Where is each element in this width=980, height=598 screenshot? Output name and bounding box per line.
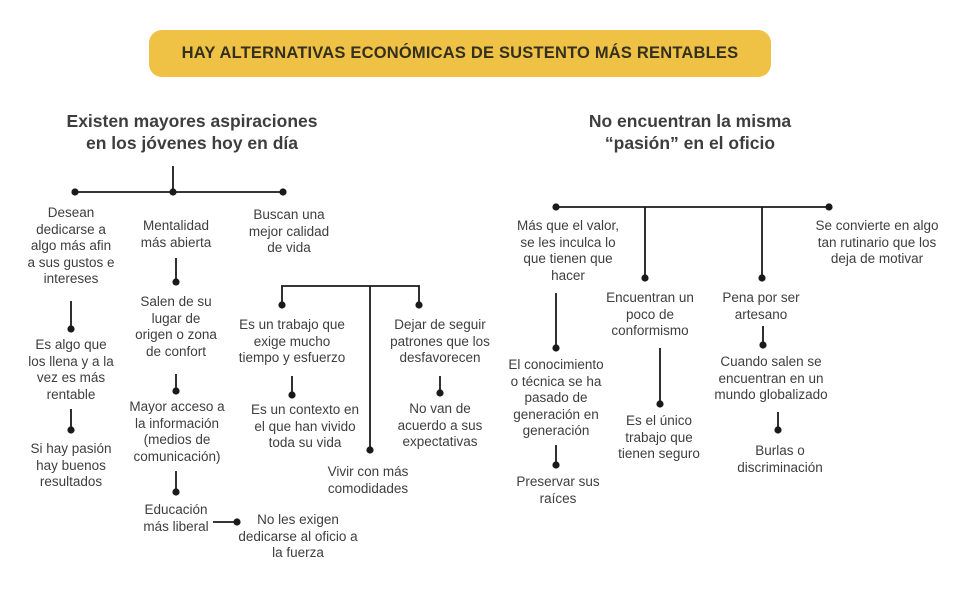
connector-dot: [169, 188, 177, 196]
node-trabajo-exige-tiempo: Es un trabajo que exige mucho tiempo y e…: [238, 317, 346, 365]
connector-dot: [825, 203, 833, 211]
node-salen-de-su-lugar: Salen de su lugar de origen o zona de co…: [135, 294, 217, 359]
node-dejar-patrones: Dejar de seguir patrones que los desfavo…: [390, 317, 490, 365]
connector-dot: [656, 400, 664, 408]
connector-dot: [172, 488, 180, 496]
connector-dot: [233, 518, 241, 526]
title-banner: HAY ALTERNATIVAS ECONÓMICAS DE SUSTENTO …: [149, 30, 771, 77]
connector-dot: [774, 426, 782, 434]
connector-dot: [759, 341, 767, 349]
heading-right-branch: No encuentran la misma “pasión” en el of…: [588, 111, 792, 154]
connector-dot: [436, 389, 444, 397]
connector-dot: [366, 446, 374, 454]
connector-dot: [172, 278, 180, 286]
node-no-van-expectativas: No van de acuerdo a sus expectativas: [397, 401, 483, 449]
connector-dot: [758, 274, 766, 282]
heading-left-branch: Existen mayores aspiraciones en los jóve…: [66, 111, 318, 154]
connector-dot: [288, 391, 296, 399]
node-mentalidad-abierta: Mentalidad más abierta: [140, 218, 212, 250]
node-cuando-salen-globalizado: Cuando salen se encuentran en un mundo g…: [714, 354, 828, 402]
node-preservar-raices: Preservar sus raíces: [516, 474, 600, 506]
node-contexto-vivido: Es un contexto en el que han vivido toda…: [250, 402, 360, 450]
node-se-convierte-rutinario: Se convierte en algo tan rutinario que l…: [815, 218, 939, 266]
connector-dot: [279, 188, 287, 196]
left-tree-connectors: [67, 166, 444, 526]
connector-dot: [71, 188, 79, 196]
node-educacion-liberal: Educación más liberal: [143, 502, 209, 534]
connector-elbow: [281, 285, 420, 304]
node-buscan-calidad-vida: Buscan una mejor calidad de vida: [248, 207, 330, 255]
node-es-algo-que-llena: Es algo que los llena y a la vez es más …: [28, 337, 114, 402]
connector-dot: [278, 301, 286, 309]
node-no-les-exigen-oficio: No les exigen dedicarse al oficio a la f…: [238, 512, 358, 560]
node-pena-artesano: Pena por ser artesano: [722, 290, 800, 322]
node-vivir-comodidades: Vivir con más comodidades: [327, 464, 409, 496]
connector-dot: [415, 301, 423, 309]
connector-dot: [552, 461, 560, 469]
node-mas-que-valor-inculca: Más que el valor, se les inculca lo que …: [516, 218, 620, 283]
connector-dot: [67, 325, 75, 333]
node-mayor-acceso-informacion: Mayor acceso a la información (medios de…: [129, 399, 225, 464]
connector-dot: [172, 387, 180, 395]
node-burlas-discriminacion: Burlas o discriminación: [737, 443, 823, 475]
connector-dot: [641, 274, 649, 282]
node-conocimiento-generacion: El conocimiento o técnica se ha pasado d…: [508, 357, 604, 438]
connector-dot: [67, 426, 75, 434]
connector-dot: [552, 344, 560, 352]
node-unico-trabajo-seguro: Es el único trabajo que tienen seguro: [618, 413, 700, 461]
node-encuentran-conformismo: Encuentran un poco de conformismo: [606, 290, 694, 338]
node-si-hay-pasion: Si hay pasión hay buenos resultados: [30, 441, 112, 489]
connector-dot: [552, 203, 560, 211]
node-desean-dedicarse: Desean dedicarse a algo más afin a sus g…: [27, 205, 115, 286]
right-tree-connectors: [552, 203, 833, 469]
